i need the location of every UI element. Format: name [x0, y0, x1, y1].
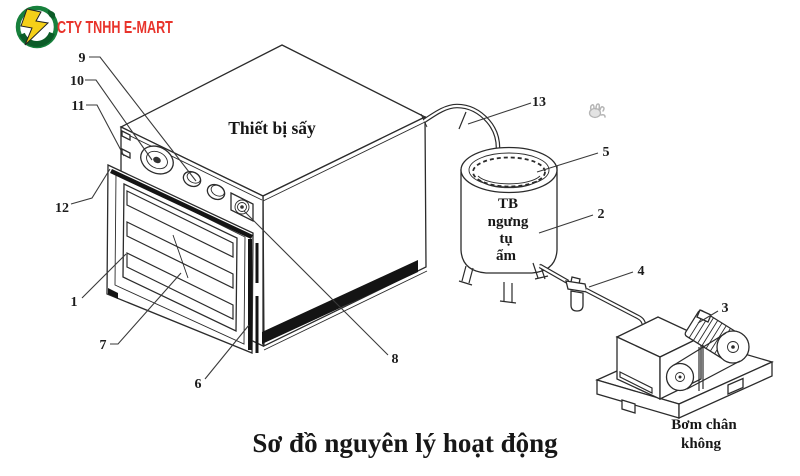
callout-5: 5 — [603, 145, 610, 160]
tank-rim-mid — [468, 152, 550, 188]
tray-3 — [126, 252, 234, 320]
leader-2 — [538, 214, 594, 234]
tank-body — [460, 165, 558, 274]
door-foot — [108, 288, 118, 299]
callout-8: 8 — [392, 352, 399, 367]
dryer-door — [106, 163, 259, 354]
condenser-label-1: TB — [498, 196, 518, 212]
belt-drive — [665, 332, 741, 392]
tank-rim-segmented — [472, 156, 546, 188]
base-lip — [263, 270, 428, 351]
callout-12: 12 — [55, 201, 69, 216]
leader-10 — [85, 79, 153, 161]
callout-9: 9 — [79, 51, 86, 66]
tray-2 — [126, 221, 234, 289]
motor-terminal-box — [696, 309, 712, 323]
leader-7 — [110, 272, 182, 345]
dryer-right-face — [262, 115, 427, 348]
control-panel — [121, 129, 254, 223]
company-logo-icon — [15, 5, 59, 49]
leader-12 — [70, 168, 111, 205]
callout-leaders — [70, 56, 719, 380]
base-notch-right — [727, 377, 744, 395]
pipe-a-in — [539, 265, 569, 283]
condenser-label-4: ẩm — [496, 248, 517, 264]
tank-legs — [458, 262, 549, 304]
tray-1 — [126, 190, 234, 258]
leader-6 — [204, 324, 250, 380]
condenser-tank: TB ngưng tụ ẩm — [458, 146, 558, 304]
dryer-label: Thiết bị sấy — [228, 118, 316, 138]
pump-label-1: Bơm chân — [671, 417, 737, 433]
callout-numbers: 1 2 3 4 5 6 7 8 9 10 11 12 13 — [55, 51, 729, 392]
hand-cursor-icon — [588, 103, 606, 119]
lid-lip-right — [262, 121, 426, 202]
callout-13: 13 — [532, 95, 546, 110]
door-top-seal — [110, 168, 253, 240]
condenser-label-3: tụ — [499, 231, 512, 247]
tank-rim-outer — [460, 146, 558, 194]
leader-3 — [697, 310, 719, 324]
leader-5 — [536, 152, 599, 173]
leader-4 — [588, 271, 634, 288]
tray-pointer-line — [172, 234, 189, 279]
knob-2 — [182, 170, 202, 188]
door-window — [122, 182, 238, 333]
callout-2: 2 — [598, 207, 605, 222]
callout-10: 10 — [70, 74, 84, 89]
diagram-caption: Sơ đồ nguyên lý hoạt động — [252, 428, 558, 458]
pump-label-2: không — [681, 436, 722, 452]
vacuum-pump: Bơm chân không — [595, 309, 774, 452]
knob-3 — [206, 183, 226, 201]
tank-coil-arc-1 — [477, 175, 541, 185]
callout-4: 4 — [638, 264, 645, 279]
pump-base-right — [678, 360, 773, 420]
base-notch-front — [621, 399, 636, 414]
filter-valve — [565, 276, 588, 312]
pipe-valve-tick — [458, 111, 467, 130]
leader-9 — [89, 56, 197, 182]
company-name: CTY TNHH E-MART — [57, 18, 173, 38]
callout-6: 6 — [195, 377, 202, 392]
callout-1: 1 — [71, 295, 78, 310]
lid-lip-left — [121, 131, 263, 201]
leader-1 — [81, 253, 127, 299]
condenser-label-2: ngưng — [488, 214, 529, 230]
dryer-cabinet: Thiết bị sấy — [106, 44, 428, 354]
callout-7: 7 — [100, 338, 107, 353]
svg-text:CTY TNHH E-MART: CTY TNHH E-MART — [57, 18, 173, 38]
pump-box-slot — [619, 371, 653, 394]
leader-8 — [243, 210, 389, 356]
callout-3: 3 — [722, 301, 729, 316]
right-face-trim — [262, 260, 418, 344]
leader-11 — [86, 104, 125, 157]
indicator-slot-1 — [121, 129, 131, 142]
main-dial — [140, 145, 174, 175]
tank-coil-arc-2 — [480, 180, 538, 189]
callout-11: 11 — [71, 99, 84, 114]
leader-13 — [467, 102, 532, 125]
